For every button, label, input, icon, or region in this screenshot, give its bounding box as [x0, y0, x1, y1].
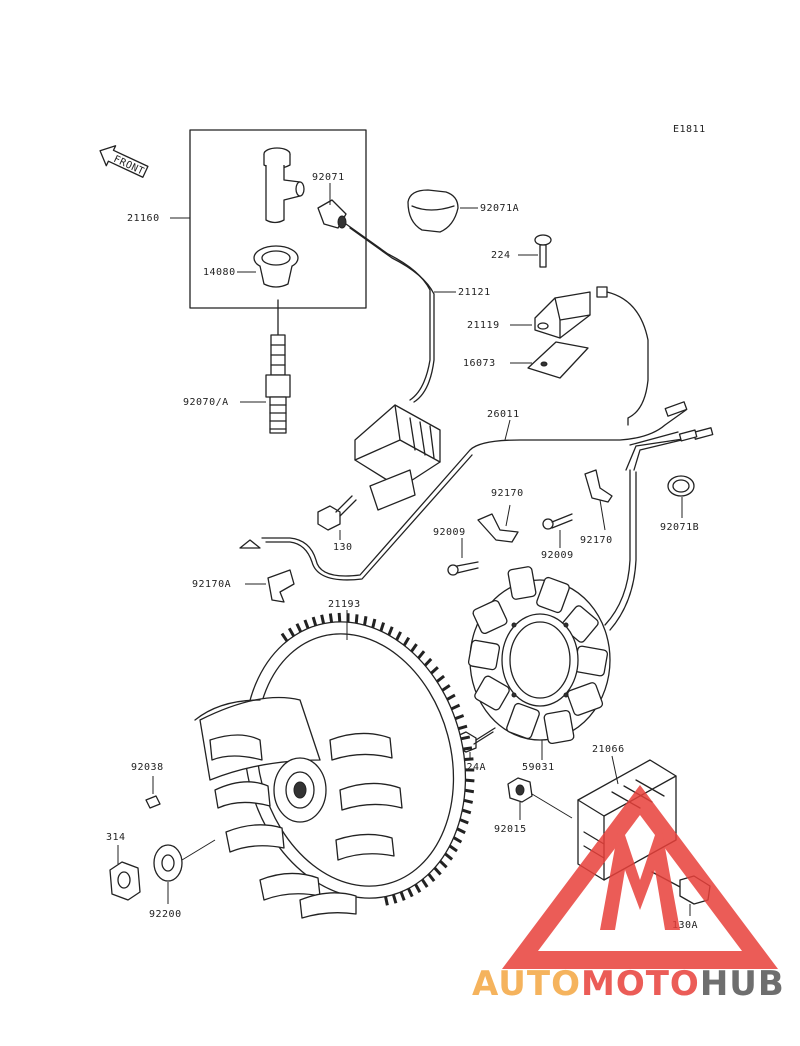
rubber-92071A	[407, 189, 459, 233]
ht-lead	[345, 223, 431, 401]
plate-16073	[527, 341, 589, 379]
label-92071: 92071	[312, 172, 345, 183]
label-314: 314	[106, 832, 126, 843]
label-130: 130	[333, 542, 353, 553]
label-224: 224	[491, 250, 511, 261]
label-92070A: 92070/A	[183, 397, 229, 408]
ignition-coil	[354, 404, 441, 511]
watermark-text: AUTOMOTOHUB	[472, 964, 785, 1004]
label-224A: 224A	[460, 762, 486, 773]
label-21160: 21160	[127, 213, 160, 224]
label-92071B: 92071B	[660, 522, 699, 533]
label-59031: 59031	[522, 762, 555, 773]
clamp-92170A	[267, 569, 295, 603]
stator-59031	[467, 566, 611, 745]
label-92038: 92038	[131, 762, 164, 773]
label-21121: 21121	[458, 287, 491, 298]
flywheel-21193	[194, 612, 475, 919]
nut-92015	[507, 777, 533, 803]
label-21119: 21119	[467, 320, 500, 331]
washer-92200	[153, 844, 183, 882]
label-92170-right: 92170	[580, 535, 613, 546]
flywheel-teeth	[280, 612, 475, 906]
plug-cap	[263, 147, 305, 224]
grommet-92071B	[667, 475, 695, 497]
igniter-21119	[534, 286, 649, 426]
label-92009-right: 92009	[541, 550, 574, 561]
clamp-92170-left	[477, 513, 519, 543]
label-92200: 92200	[149, 909, 182, 920]
label-92015: 92015	[494, 824, 527, 835]
screw-224	[534, 234, 552, 268]
label-92170-left: 92170	[491, 488, 524, 499]
bolt-130	[317, 495, 357, 531]
label-130A: 130A	[672, 920, 698, 931]
label-92009-left: 92009	[433, 527, 466, 538]
watermark-m-shape	[600, 820, 680, 930]
cap-92071	[317, 199, 347, 229]
nut-314	[109, 861, 141, 901]
automotohub-watermark-logo: AUTOMOTOHUB	[472, 785, 785, 1004]
clamp-92170-right	[584, 469, 613, 503]
harness-26011	[261, 409, 687, 577]
label-16073: 16073	[463, 358, 496, 369]
label-21066: 21066	[592, 744, 625, 755]
label-21193: 21193	[328, 599, 361, 610]
diagram-code: E1811	[673, 124, 706, 135]
label-26011: 26011	[487, 409, 520, 420]
label-92170A: 92170A	[192, 579, 231, 590]
screw-92009-right	[542, 513, 573, 530]
watermark-triangle	[502, 785, 778, 969]
spark-plug	[265, 299, 291, 434]
screw-92009-left	[447, 561, 479, 576]
label-14080: 14080	[203, 267, 236, 278]
key-92038	[145, 795, 161, 809]
label-92071A: 92071A	[480, 203, 519, 214]
front-arrow-icon: FRONT	[99, 145, 149, 178]
seal-14080	[253, 245, 299, 288]
